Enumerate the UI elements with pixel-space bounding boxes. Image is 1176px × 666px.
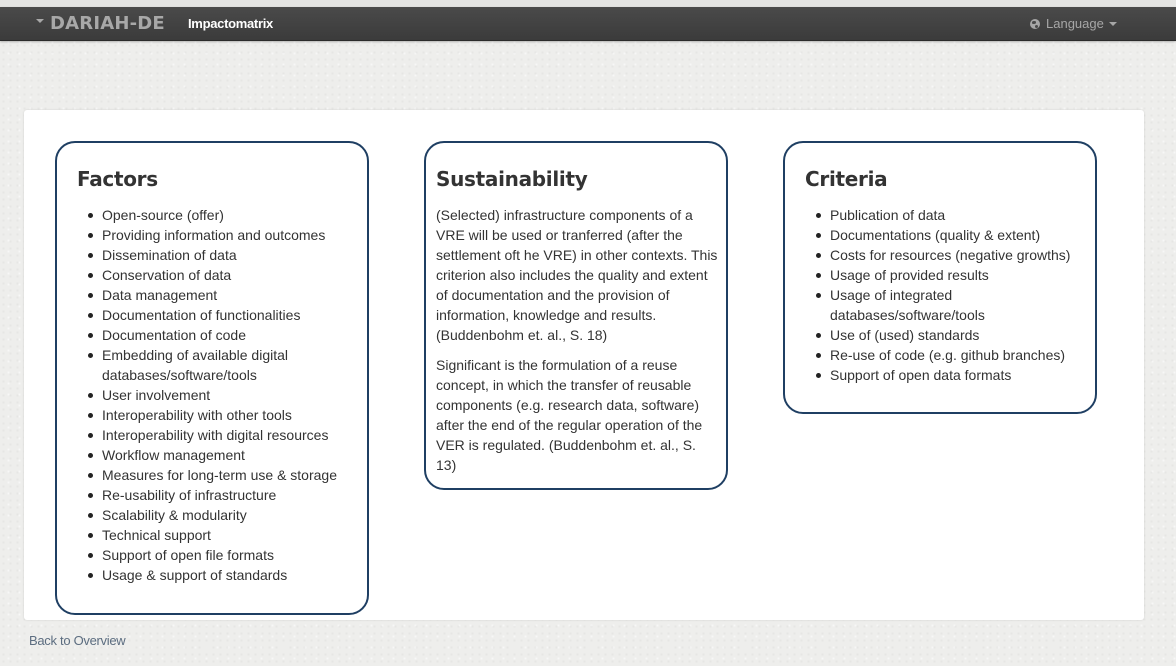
list-item: Re-usability of infrastructure xyxy=(77,485,367,505)
criteria-box: Criteria Publication of data Documentati… xyxy=(783,141,1097,414)
app-title-link[interactable]: Impactomatrix xyxy=(188,16,273,31)
list-item: Support of open data formats xyxy=(805,365,1095,385)
list-item: Use of (used) standards xyxy=(805,325,1095,345)
globe-icon xyxy=(1030,18,1040,29)
sustainability-box: Sustainability (Selected) infrastructure… xyxy=(424,141,728,490)
list-item: Dissemination of data xyxy=(77,245,367,265)
list-item: Usage of provided results xyxy=(805,265,1095,285)
list-item: Re-use of code (e.g. github branches) xyxy=(805,345,1095,365)
brand-menu[interactable]: DARIAH-DE xyxy=(36,11,165,35)
list-item: Measures for long-term use & storage xyxy=(77,465,367,485)
language-dropdown[interactable]: Language xyxy=(1030,16,1117,31)
list-item: Interoperability with other tools xyxy=(77,405,367,425)
factors-list: Open-source (offer) Providing informatio… xyxy=(77,205,367,585)
list-item: Open-source (offer) xyxy=(77,205,367,225)
caret-down-icon xyxy=(1108,22,1117,26)
criteria-list: Publication of data Documentations (qual… xyxy=(805,205,1095,385)
list-item: Interoperability with digital resources xyxy=(77,425,367,445)
list-item: Documentations (quality & extent) xyxy=(805,225,1095,245)
list-item: Data management xyxy=(77,285,367,305)
factors-box: Factors Open-source (offer) Providing in… xyxy=(55,141,369,615)
brand-logo-text: DARIAH-DE xyxy=(50,12,165,34)
factors-title: Factors xyxy=(77,167,158,191)
list-item: Technical support xyxy=(77,525,367,545)
list-item: User involvement xyxy=(77,385,367,405)
caret-down-icon xyxy=(36,19,44,23)
sustainability-paragraph: (Selected) infrastructure components of … xyxy=(436,207,718,343)
sustainability-paragraph: Significant is the formulation of a reus… xyxy=(436,357,703,473)
navbar: DARIAH-DE Impactomatrix Language xyxy=(0,7,1176,41)
list-item: Conservation of data xyxy=(77,265,367,285)
list-item: Support of open file formats xyxy=(77,545,367,565)
criteria-title: Criteria xyxy=(805,167,888,191)
list-item: Usage & support of standards xyxy=(77,565,367,585)
back-to-overview-link[interactable]: Back to Overview xyxy=(29,633,126,648)
sustainability-title: Sustainability xyxy=(436,167,588,191)
list-item: Documentation of functionalities xyxy=(77,305,367,325)
top-strip xyxy=(0,0,1176,7)
list-item: Scalability & modularity xyxy=(77,505,367,525)
list-item: Usage of integrated databases/software/t… xyxy=(805,285,1095,325)
list-item: Embedding of available digital databases… xyxy=(77,345,367,385)
list-item: Documentation of code xyxy=(77,325,367,345)
list-item: Costs for resources (negative growths) xyxy=(805,245,1095,265)
list-item: Workflow management xyxy=(77,445,367,465)
language-label: Language xyxy=(1046,16,1104,31)
list-item: Publication of data xyxy=(805,205,1095,225)
list-item: Providing information and outcomes xyxy=(77,225,367,245)
